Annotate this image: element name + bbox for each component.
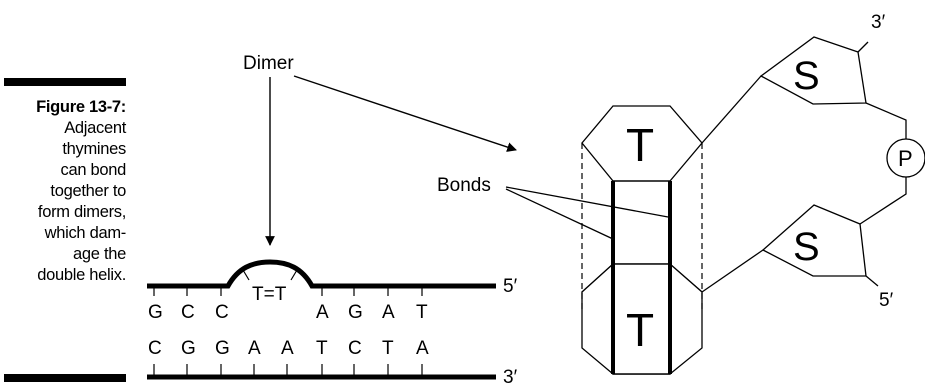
phosphate-circle <box>886 138 925 178</box>
bottom-strand-ticks <box>153 364 423 377</box>
dimer-bond-label: T=T <box>252 284 287 305</box>
sugar-top-ring <box>759 36 867 105</box>
bottom-base: A <box>248 338 261 359</box>
bonds-label: Bonds <box>437 175 491 196</box>
dimer-arrow-right <box>293 75 517 152</box>
sugar-bottom-ring <box>761 204 867 277</box>
sugar-bottom-letter: S <box>793 225 820 269</box>
figure-caption: Figure 13-7: Adjacent thymines can bond … <box>0 97 126 286</box>
bottom-base: C <box>148 338 162 359</box>
thymine-top-letter: T <box>626 119 654 171</box>
bottom-base: C <box>348 338 362 359</box>
thymine-dimer-detail <box>581 105 703 375</box>
bonds-pointer-left <box>505 188 614 240</box>
top-base: A <box>382 302 395 323</box>
sugar-top-letter: S <box>793 54 820 98</box>
top-strand-5prime: 5′ <box>503 276 518 297</box>
figure-label: Figure 13-7: <box>36 98 126 116</box>
top-strand <box>147 259 496 289</box>
bonds-pointer-right <box>505 186 669 218</box>
bottom-base: A <box>416 338 429 359</box>
bottom-base: G <box>215 338 230 359</box>
top-base: C <box>181 302 195 323</box>
thymine-bottom-letter: T <box>626 304 654 356</box>
caption-bottom-rule <box>4 374 126 382</box>
top-base: A <box>316 302 329 323</box>
caption-top-rule <box>4 78 126 86</box>
sugar-top-3prime: 3′ <box>871 12 886 33</box>
bottom-base: G <box>181 338 196 359</box>
figure-caption-text: Adjacent thymines can bond together to f… <box>37 119 126 284</box>
top-base: G <box>148 302 163 323</box>
bottom-strand-3prime: 3′ <box>503 367 518 384</box>
dimer-label: Dimer <box>243 53 294 74</box>
bottom-base: A <box>281 338 294 359</box>
top-base: G <box>348 302 363 323</box>
backbone-lines <box>701 41 907 293</box>
top-base: C <box>215 302 229 323</box>
top-strand-ticks <box>153 269 423 296</box>
phosphate-letter: P <box>898 146 913 171</box>
bottom-base: T <box>316 338 328 359</box>
bottom-base: T <box>382 338 394 359</box>
sugar-bottom-5prime: 5′ <box>879 290 894 311</box>
top-base: T <box>416 302 428 323</box>
